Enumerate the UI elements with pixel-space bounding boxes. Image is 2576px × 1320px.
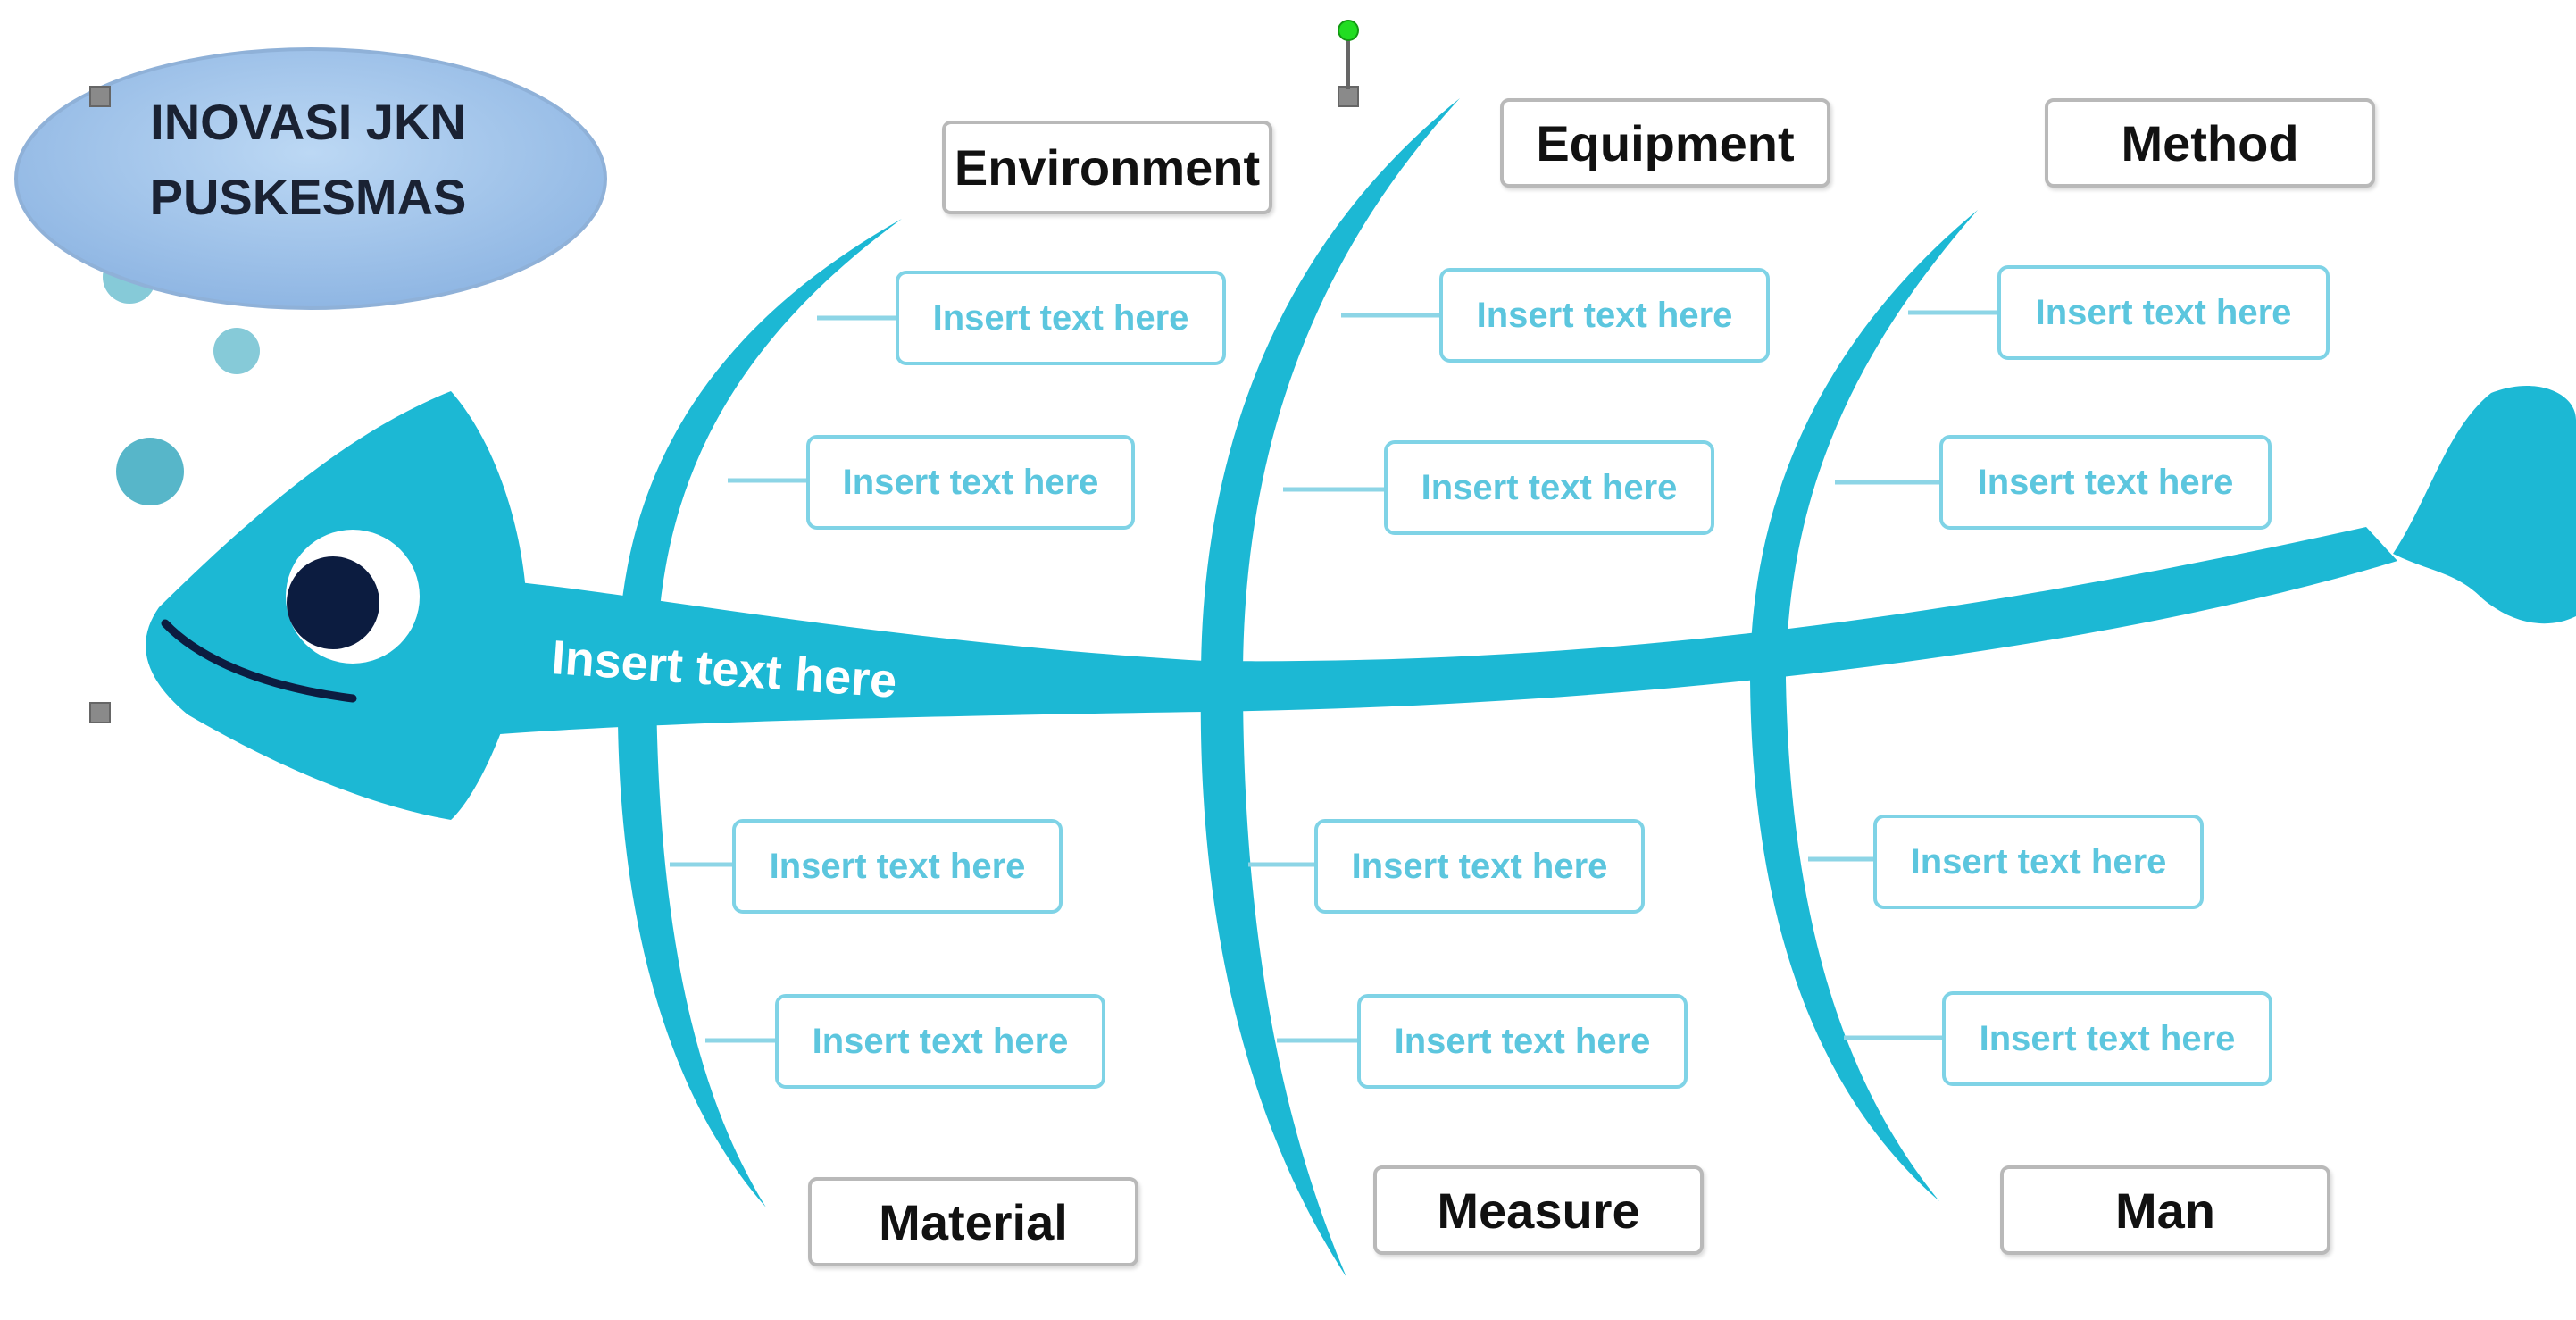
cause-box-environment-2[interactable]: Insert text here — [806, 435, 1135, 530]
cause-box-man-2[interactable]: Insert text here — [1942, 991, 2272, 1086]
fish-eye-pupil — [287, 556, 379, 649]
rotation-handle-stem — [1346, 39, 1350, 89]
cause-box-method-2[interactable]: Insert text here — [1939, 435, 2272, 530]
cause-box-equipment-1[interactable]: Insert text here — [1439, 268, 1770, 363]
cause-box-material-2[interactable]: Insert text here — [775, 994, 1105, 1089]
rib-measure — [1200, 679, 1346, 1277]
cause-box-method-1[interactable]: Insert text here — [1997, 265, 2330, 360]
title-line-2: PUSKESMAS — [149, 169, 467, 225]
cause-box-equipment-2[interactable]: Insert text here — [1384, 440, 1714, 535]
category-environment[interactable]: Environment — [942, 121, 1272, 214]
connectors-upper — [728, 310, 1997, 492]
selection-handle-middle-left[interactable] — [89, 702, 111, 723]
bubble-medium — [213, 328, 260, 374]
connectors-lower — [670, 856, 1942, 1043]
category-measure[interactable]: Measure — [1373, 1165, 1704, 1255]
cause-box-measure-1[interactable]: Insert text here — [1314, 819, 1645, 914]
rib-equipment — [1201, 98, 1460, 679]
category-material[interactable]: Material — [808, 1177, 1138, 1266]
page-title: INOVASI JKN PUSKESMAS — [54, 85, 563, 235]
cause-box-environment-1[interactable]: Insert text here — [896, 271, 1226, 365]
fish-mouth — [161, 619, 357, 703]
bubble-large — [116, 438, 184, 505]
title-line-1: INOVASI JKN — [150, 94, 466, 150]
cause-box-material-1[interactable]: Insert text here — [732, 819, 1063, 914]
cause-box-man-1[interactable]: Insert text here — [1873, 815, 2204, 909]
category-equipment[interactable]: Equipment — [1500, 98, 1830, 188]
fish-spine — [500, 527, 2397, 734]
rotation-handle[interactable] — [1338, 20, 1359, 41]
cause-box-measure-2[interactable]: Insert text here — [1357, 994, 1688, 1089]
category-method[interactable]: Method — [2045, 98, 2375, 188]
rib-man — [1750, 679, 1939, 1201]
selection-handle-top-left[interactable] — [89, 86, 111, 107]
title-bubble — [14, 47, 607, 310]
fish-tail — [2393, 385, 2576, 624]
rib-material — [617, 679, 766, 1207]
category-man[interactable]: Man — [2000, 1165, 2330, 1255]
